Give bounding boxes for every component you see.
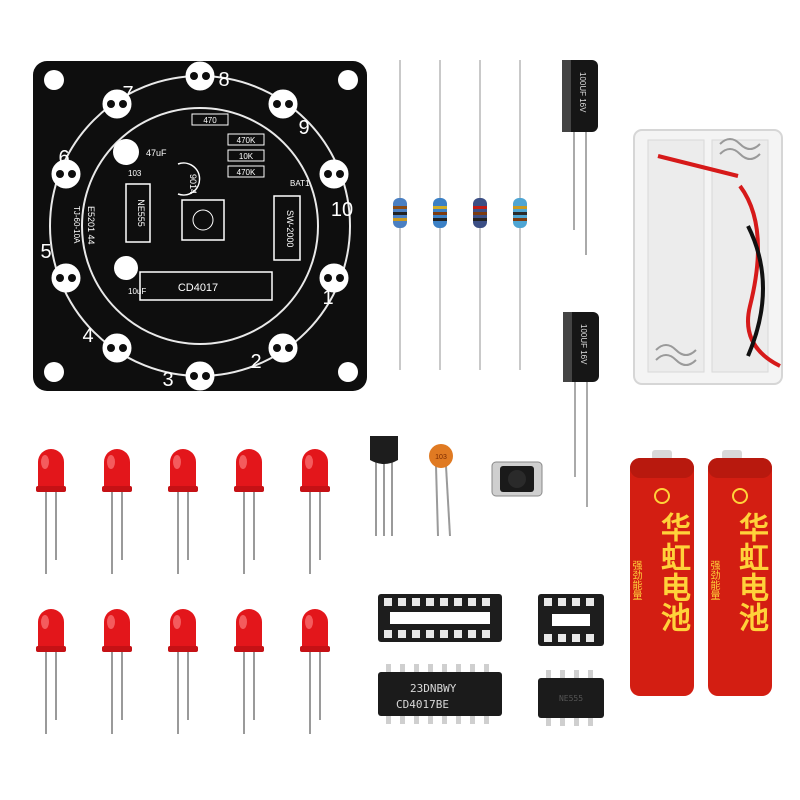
cd4017-footprint (139, 271, 273, 301)
red-led (233, 448, 265, 575)
battery-holder (633, 129, 783, 385)
electrolytic-capacitor: 100UF 16V (562, 60, 598, 255)
red-led (299, 448, 331, 575)
pcb-battery-label: BAT1 (290, 179, 310, 188)
red-led (101, 608, 133, 735)
mounting-hole (44, 362, 64, 382)
electrolytic-capacitor: 100UF 16V (563, 312, 599, 507)
pcb-switch-label: SW-2000 (285, 210, 295, 247)
chip-small-text: NE555 (559, 694, 583, 703)
battery-brand-label: 华虹电池 (733, 512, 768, 632)
capacitor-label: 100UF 16V (578, 72, 587, 113)
pcb-side-code: TJ-60-10A (72, 206, 81, 244)
pcb-number-9: 9 (298, 117, 309, 139)
battery-sub-label: 强劲能量 (708, 560, 719, 600)
resistor (473, 198, 487, 228)
ne555-chip: NE555 (538, 670, 604, 726)
mounting-hole (44, 70, 64, 90)
aa-batteries-graphic (630, 450, 772, 696)
chip-line-1: 23DNBWY (410, 682, 457, 695)
pcb-cap103-label: 103 (128, 169, 142, 178)
pcb-resistor-label: 470K (237, 136, 256, 145)
led-set (35, 448, 331, 735)
pcb-number-1: 1 (322, 287, 333, 309)
ic-socket-16pin (378, 594, 502, 642)
red-led (167, 608, 199, 735)
chip-line-2: CD4017BE (396, 698, 449, 711)
mounting-hole (338, 70, 358, 90)
mounting-hole (338, 362, 358, 382)
pcb-number-2: 2 (250, 351, 261, 373)
pcb-number-6: 6 (58, 147, 69, 169)
ic-socket-8pin (538, 594, 604, 646)
tactile-button (491, 461, 543, 497)
red-led (233, 608, 265, 735)
pcb-number-4: 4 (82, 325, 93, 347)
resistors (393, 60, 527, 370)
red-led (35, 608, 67, 735)
resistor (393, 198, 407, 228)
battery-brand-label: 华虹电池 (655, 512, 690, 632)
pcb-board: 1 2 3 4 5 6 7 8 9 10 CD4017 NE555 47uF 1… (33, 61, 367, 391)
capacitor-label: 100UF 16V (579, 324, 588, 365)
red-led (167, 448, 199, 575)
pcb-resistor-label: 470K (237, 168, 256, 177)
pcb-cd4017-label: CD4017 (178, 282, 218, 294)
resistor (433, 198, 447, 228)
pcb-number-7: 7 (122, 83, 133, 105)
pcb-number-3: 3 (162, 369, 173, 391)
pcb-number-10: 10 (331, 199, 353, 221)
pcb-transistor-label: 9014 (188, 174, 198, 194)
resistor (513, 198, 527, 228)
red-led (101, 448, 133, 575)
red-led (299, 608, 331, 735)
battery-1: 华虹电池 (652, 512, 692, 632)
transistor (370, 436, 398, 536)
pcb-cap47-label: 47uF (146, 148, 167, 158)
switch-footprint (181, 199, 225, 241)
battery-sub-label: 强劲能量 (630, 560, 641, 600)
battery-2: 华虹电池 (730, 512, 770, 632)
ne555-footprint (125, 183, 151, 243)
pcb-side-text: E5201 44 (86, 206, 96, 245)
cd4017-chip: 23DNBWY CD4017BE (378, 664, 502, 724)
pcb-cap10-label: 10uF (128, 287, 146, 296)
pcb-number-8: 8 (218, 69, 229, 91)
pcb-resistor-label: 10K (239, 152, 254, 161)
pcb-ne555-label: NE555 (136, 199, 146, 227)
ceramic-capacitor: 103 (429, 444, 453, 536)
pcb-resistor-label: 470 (203, 116, 217, 125)
pcb-number-5: 5 (40, 241, 51, 263)
ceramic-label: 103 (435, 454, 447, 461)
red-led (35, 448, 67, 575)
